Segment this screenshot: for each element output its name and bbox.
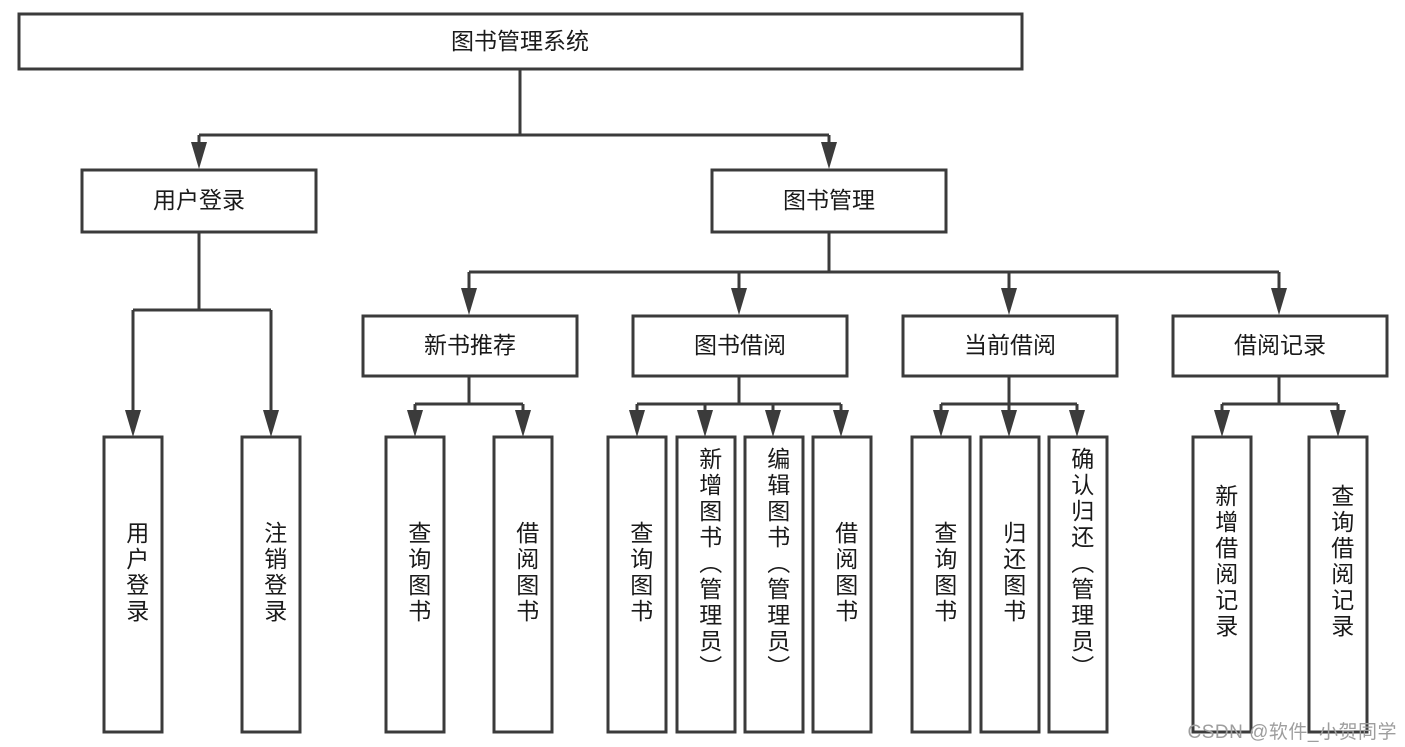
arrow-head-leaf-borrow-book-1 [515, 410, 531, 437]
node-book-manage-label: 图书管理 [783, 187, 875, 213]
arrow-head-leaf-query-book-1 [407, 410, 423, 437]
node-current-borrow[interactable]: 当前借阅 [901, 314, 1119, 378]
node-book-borrow-box[interactable] [631, 314, 849, 378]
arrow-head-book-borrow [731, 288, 747, 315]
node-leaf-logout-box[interactable] [240, 435, 302, 734]
arrow-head-userlogin [191, 142, 207, 169]
node-borrow-record[interactable]: 借阅记录 [1171, 314, 1389, 378]
arrow-head-new-book-rec [461, 288, 477, 315]
arrow-head-leaf-confirm-return [1069, 410, 1085, 437]
arrow-head-leaf-edit-book [765, 410, 781, 437]
arrow-head-leaf-query-book-3 [933, 410, 949, 437]
node-leaf-add-record-box[interactable] [1191, 435, 1253, 734]
leaf-node-layer [102, 435, 1369, 734]
node-leaf-query-record-box[interactable] [1307, 435, 1369, 734]
node-leaf-borrow-book-1-box[interactable] [492, 435, 554, 734]
node-leaf-query-book-1-box[interactable] [384, 435, 446, 734]
arrow-head-leaf-user-login [125, 410, 141, 437]
node-book-manage-box[interactable] [710, 168, 948, 234]
node-leaf-user-login-box[interactable] [102, 435, 164, 734]
node-current-borrow-label: 当前借阅 [964, 332, 1056, 358]
node-root[interactable]: 图书管理系统 [17, 12, 1024, 71]
node-leaf-query-book-3-box[interactable] [910, 435, 972, 734]
node-leaf-edit-book-box[interactable] [743, 435, 805, 734]
arrow-head-bookmanage [821, 142, 837, 169]
arrow-head-leaf-borrow-book-2 [833, 410, 849, 437]
node-borrow-record-box[interactable] [1171, 314, 1389, 378]
node-leaf-query-book-2-box[interactable] [606, 435, 668, 734]
node-user-login-box[interactable] [80, 168, 318, 234]
node-root-box[interactable] [17, 12, 1024, 71]
node-new-book-rec-box[interactable] [361, 314, 579, 378]
node-user-login-label: 用户登录 [153, 187, 245, 213]
arrow-head-leaf-return-book [1001, 410, 1017, 437]
csdn-watermark: CSDN @软件_小贺同学 [1187, 722, 1397, 743]
node-book-borrow[interactable]: 图书借阅 [631, 314, 849, 378]
arrow-head-leaf-add-book [697, 410, 713, 437]
node-borrow-record-label: 借阅记录 [1234, 332, 1326, 358]
node-leaf-borrow-book-2-box[interactable] [811, 435, 873, 734]
connector-layer [125, 69, 1346, 437]
node-user-login[interactable]: 用户登录 [80, 168, 318, 234]
node-leaf-confirm-return-box[interactable] [1047, 435, 1109, 734]
node-leaf-add-book-box[interactable] [675, 435, 737, 734]
node-current-borrow-box[interactable] [901, 314, 1119, 378]
arrow-head-leaf-query-record [1330, 410, 1346, 437]
node-leaf-return-book-box[interactable] [979, 435, 1041, 734]
arrow-head-leaf-logout [263, 410, 279, 437]
arrow-head-current-borrow [1001, 288, 1017, 315]
node-new-book-rec-label: 新书推荐 [424, 332, 516, 358]
arrow-head-borrow-record [1271, 288, 1287, 315]
arrow-head-leaf-query-book-2 [629, 410, 645, 437]
node-book-manage[interactable]: 图书管理 [710, 168, 948, 234]
node-book-borrow-label: 图书借阅 [694, 332, 786, 358]
arrow-head-leaf-add-record [1214, 410, 1230, 437]
node-new-book-rec[interactable]: 新书推荐 [361, 314, 579, 378]
node-root-label: 图书管理系统 [451, 28, 589, 54]
